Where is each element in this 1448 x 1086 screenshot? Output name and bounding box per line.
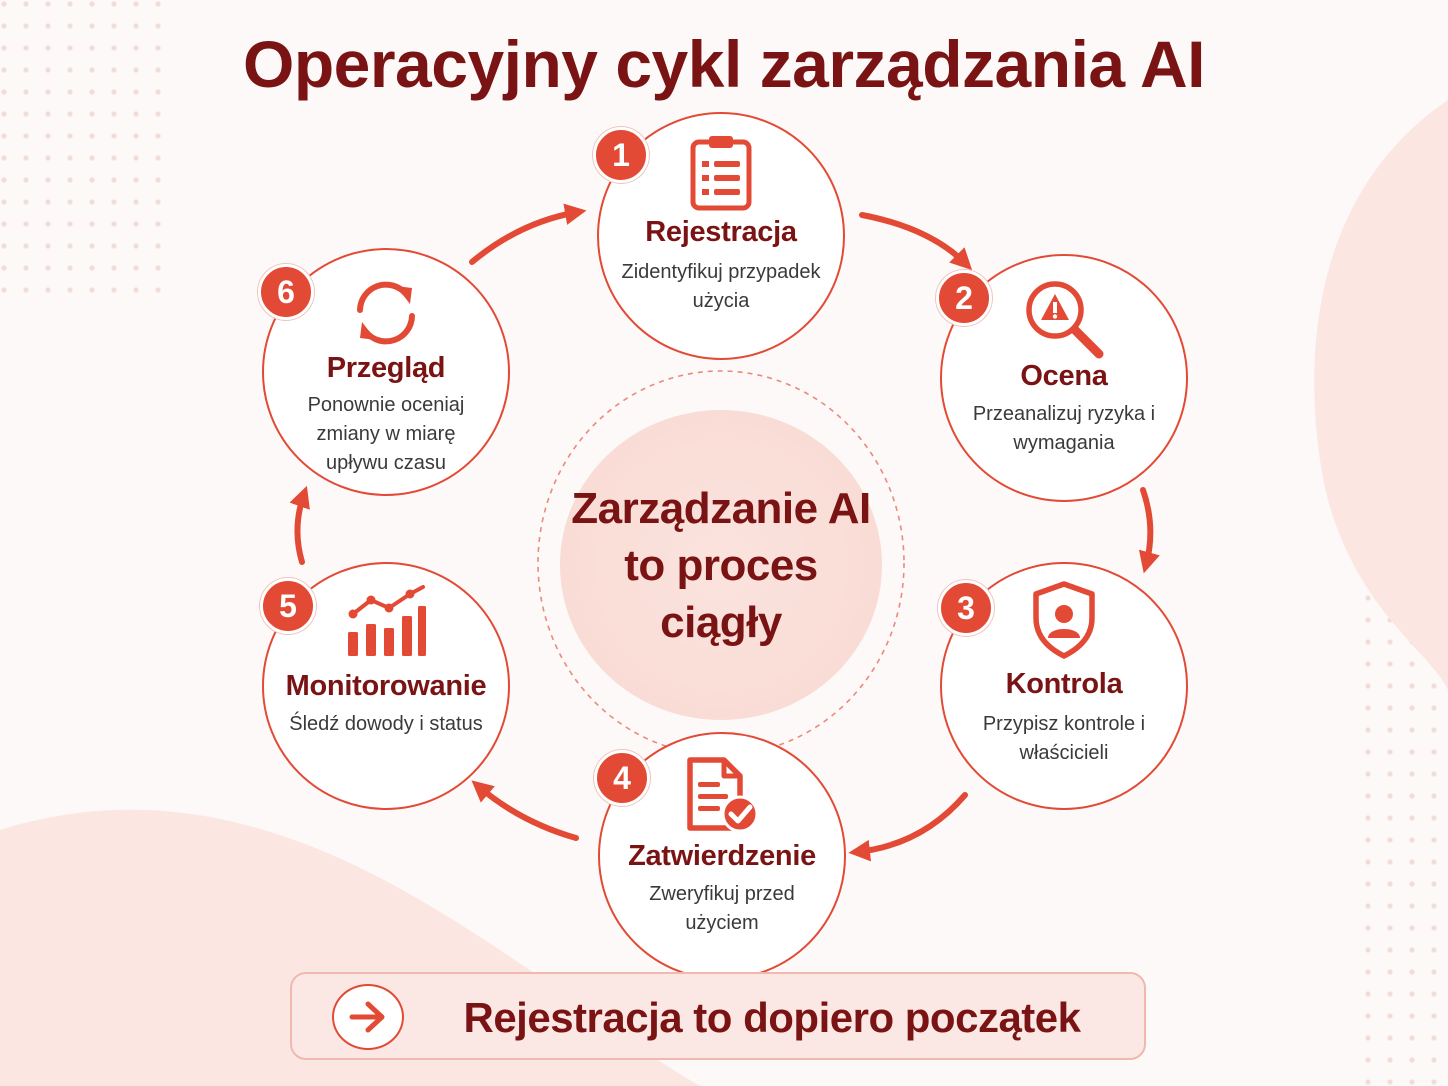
arrow-2-to-3 [1138, 487, 1160, 574]
arrow-3-to-4 [848, 792, 968, 862]
step-description: Śledź dowody i status [289, 713, 483, 735]
document-check-icon [684, 756, 760, 839]
page-title: Operacyjny cykl zarządzania AI [242, 27, 1206, 101]
step-name: Rejestracja [645, 216, 797, 248]
arrow-6-to-1 [469, 203, 587, 265]
step-number-badge: 4 [594, 750, 650, 806]
bar-chart-trend-icon [344, 584, 428, 663]
arrow-5-to-6 [289, 485, 310, 565]
step-name: Monitorowanie [285, 670, 487, 702]
step-description: Przeanalizuj ryzyka i wymagania [972, 403, 1156, 454]
center-disc: Zarządzanie AI to proces ciągły [560, 410, 882, 720]
step-description: Zidentyfikuj przypadek użycia [621, 261, 821, 312]
step-name: Ocena [1020, 360, 1108, 392]
step-description: Ponownie oceniaj zmiany w miarę upływu c… [307, 394, 465, 474]
step-number-badge: 5 [260, 578, 316, 634]
step-number-badge: 2 [936, 270, 992, 326]
step-name: Przegląd [326, 352, 446, 384]
step-number-badge: 3 [938, 580, 994, 636]
shield-user-icon [1030, 580, 1098, 665]
arrow-right-icon [349, 1001, 385, 1033]
center-text: Zarządzanie AI to proces ciągły [571, 483, 871, 647]
step-number-badge: 1 [593, 127, 649, 183]
wave-right [1314, 100, 1448, 690]
arrow-4-to-5 [471, 780, 579, 841]
warning-magnifier-icon [1023, 278, 1105, 365]
step-przeglad: Przegląd Ponownie oceniaj zmiany w miarę… [262, 248, 510, 496]
step-name: Kontrola [1005, 668, 1123, 700]
footer-arrow-button[interactable] [332, 984, 404, 1050]
footer-text: Rejestracja to dopiero początek [463, 994, 1081, 1041]
clipboard-icon [689, 134, 753, 217]
arrow-1-to-2 [859, 212, 973, 271]
step-rejestracja: Rejestracja Zidentyfikuj przypadek użyci… [597, 112, 845, 360]
step-description: Przypisz kontrole i właścicieli [982, 713, 1146, 764]
footer-banner: Rejestracja to dopiero początek [290, 972, 1146, 1060]
step-number-badge: 6 [258, 264, 314, 320]
step-description: Zweryfikuj przed użyciem [649, 883, 795, 934]
step-name: Zatwierdzenie [628, 840, 816, 872]
refresh-cycle-icon [350, 278, 422, 353]
dot-pattern-top-left [0, 0, 170, 300]
